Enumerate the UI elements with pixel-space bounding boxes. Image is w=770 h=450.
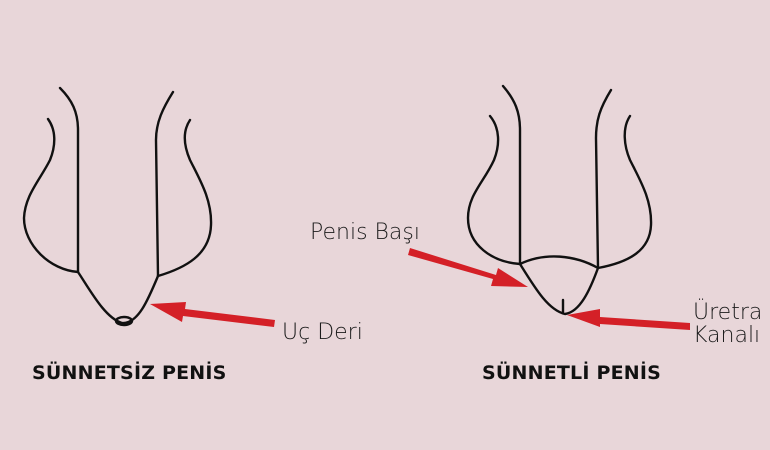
label-uretra: Üretra — [693, 300, 763, 325]
label-uc-deri: Uç Deri — [282, 320, 363, 345]
label-kanali: Kanalı — [693, 323, 761, 348]
label-penis-basi: Penis Başı — [310, 220, 420, 245]
arrow-penis-basi — [408, 248, 528, 287]
circumcised-drawing — [466, 84, 653, 316]
uncircumcised-drawing — [22, 86, 213, 327]
arrow-uc-deri — [150, 302, 275, 327]
title-uncircumcised: SÜNNETSİZ PENİS — [32, 362, 227, 384]
arrows — [150, 248, 690, 330]
title-circumcised: SÜNNETLİ PENİS — [482, 362, 662, 384]
arrow-uretra — [567, 309, 690, 330]
